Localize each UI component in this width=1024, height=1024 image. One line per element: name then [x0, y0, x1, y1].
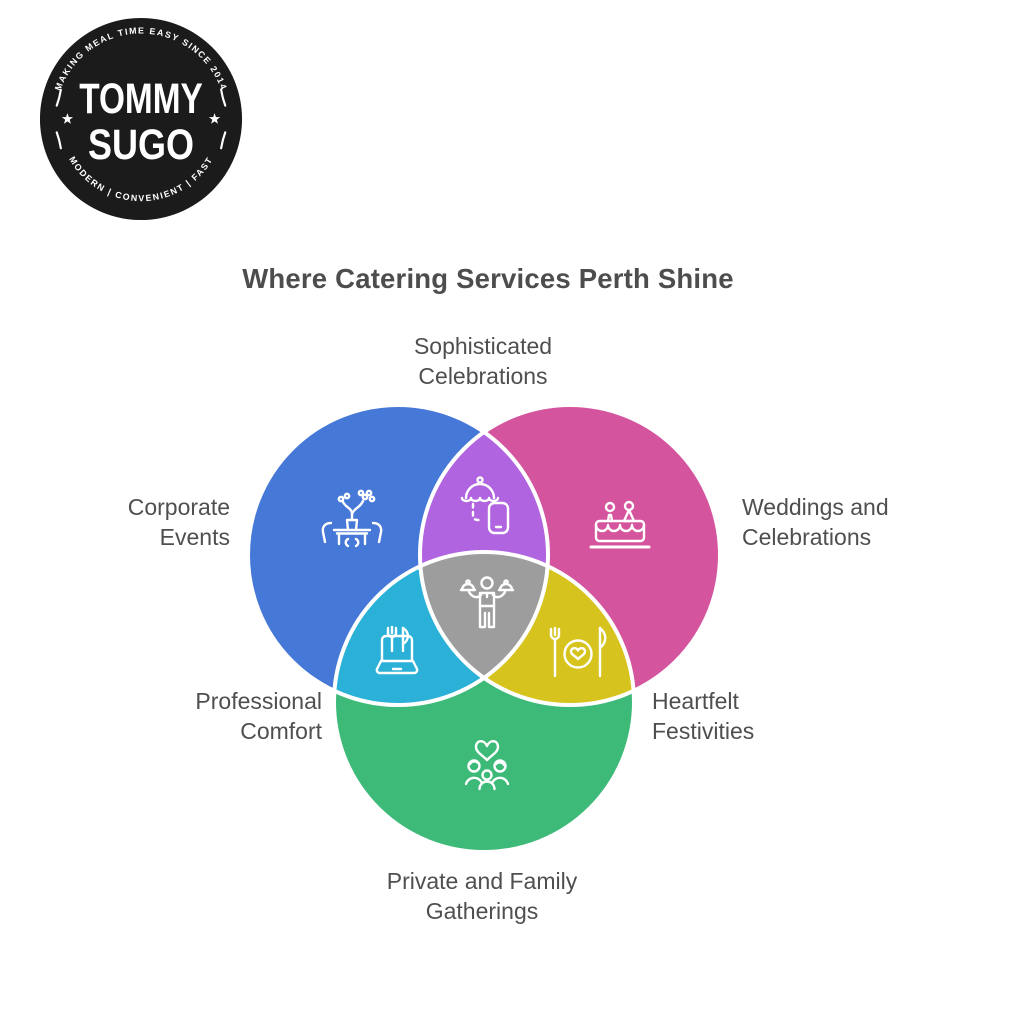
logo-name-line1: TOMMY	[79, 75, 203, 122]
label-private-family-gatherings: Private and Family Gatherings	[332, 866, 632, 926]
label-line: Celebrations	[418, 363, 548, 389]
logo-name-line2: SUGO	[88, 121, 194, 168]
label-line: Sophisticated	[413, 333, 553, 359]
label-line: Events	[159, 524, 230, 550]
tommy-sugo-logo: MAKING MEAL TIME EASY SINCE 2014 MODERN …	[39, 17, 243, 221]
label-weddings-celebrations: Weddings and Celebrations	[742, 492, 962, 552]
table-plant-icon	[321, 489, 383, 548]
logo-circle	[39, 17, 243, 221]
venn-diagram	[246, 403, 722, 854]
star-icon	[208, 113, 221, 124]
label-line: Gatherings	[425, 898, 539, 924]
label-line: Celebrations	[742, 524, 872, 550]
label-line: Heartfelt	[652, 688, 739, 714]
logo-side-arcs	[55, 88, 227, 150]
cloche-phone-icon	[460, 476, 510, 535]
page-title: Where Catering Services Perth Shine	[242, 263, 734, 294]
wedding-cake-icon	[589, 500, 651, 549]
star-icon	[61, 113, 74, 124]
label-line: Weddings and	[742, 494, 889, 520]
waiter-icon	[459, 576, 515, 629]
plate-heart-cutlery-icon	[549, 626, 607, 678]
label-line: Comfort	[240, 718, 322, 744]
label-line: Private and Family	[386, 868, 578, 894]
label-heartfelt-festivities: Heartfelt Festivities	[652, 686, 862, 746]
venn-outlines	[246, 403, 722, 854]
family-heart-icon	[464, 740, 510, 791]
label-line: Festivities	[652, 718, 755, 744]
laptop-cutlery-icon	[375, 625, 419, 675]
label-professional-comfort: Professional Comfort	[122, 686, 322, 746]
label-line: Professional	[195, 688, 322, 714]
label-sophisticated-celebrations: Sophisticated Celebrations	[333, 331, 633, 391]
label-corporate-events: Corporate Events	[60, 492, 230, 552]
label-line: Corporate	[127, 494, 230, 520]
